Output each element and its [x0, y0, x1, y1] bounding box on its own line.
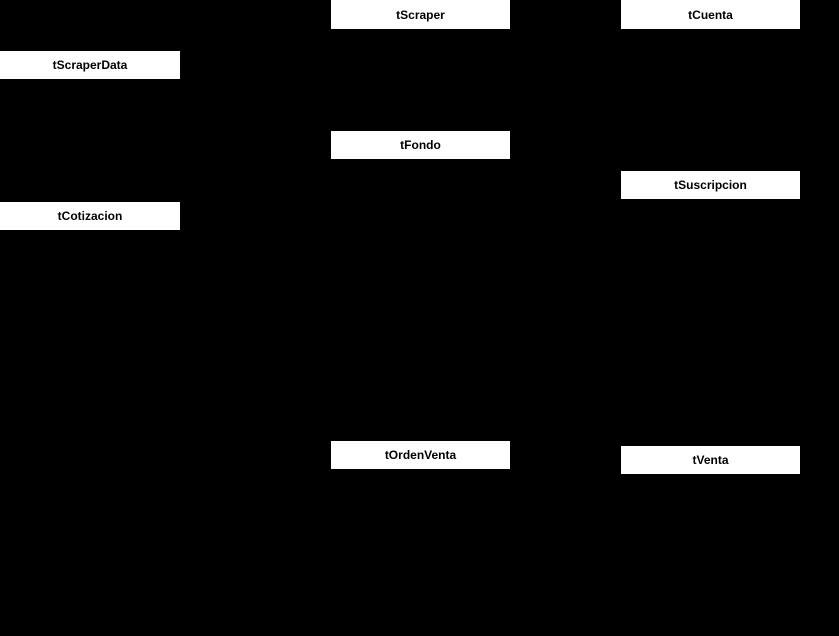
table-header-tsuscripcion: tSuscripcion: [621, 171, 800, 199]
table-name-label: tCuenta: [688, 7, 733, 22]
table-name-label: tCotizacion: [57, 209, 123, 223]
table-name-label: tScraperData: [52, 58, 128, 72]
table-name-label: tOrdenVenta: [384, 448, 457, 462]
table-header-tordenventa: tOrdenVenta: [331, 441, 510, 469]
table-name-label: tSuscripcion: [674, 178, 747, 192]
table-header-tfondo: tFondo: [331, 131, 510, 159]
table-header-tscraperdata: tScraperData: [0, 51, 180, 79]
table-name-label: tVenta: [692, 453, 729, 467]
table-header-tcuenta: tCuenta: [621, 0, 800, 29]
table-header-tscraper: tScraper: [331, 0, 510, 29]
table-name-label: tFondo: [400, 138, 441, 152]
table-header-tventa: tVenta: [621, 446, 800, 474]
table-name-label: tScraper: [396, 7, 445, 22]
table-header-tcotizacion: tCotizacion: [0, 202, 180, 230]
